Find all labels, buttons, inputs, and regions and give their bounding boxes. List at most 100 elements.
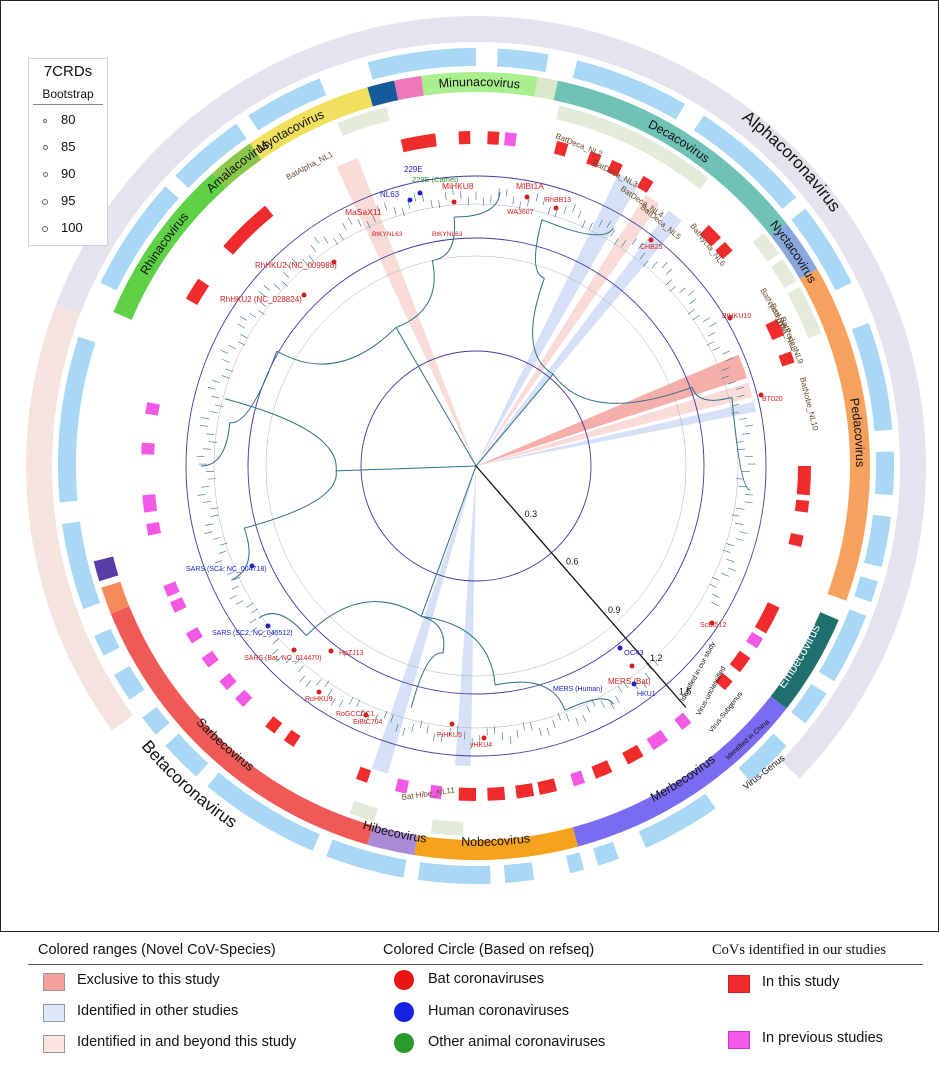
- tree-tip: [738, 417, 747, 420]
- bootstrap-value: 80: [61, 112, 76, 127]
- tree-tip: [735, 538, 744, 541]
- china-band-block: [175, 123, 247, 189]
- study-mark-block: [265, 716, 283, 734]
- tree-branch: [395, 260, 435, 328]
- study-mark-block: [778, 351, 795, 367]
- tree-tip: [530, 722, 533, 731]
- tree-tip: [268, 631, 276, 638]
- tree-tip: [197, 494, 206, 496]
- tree-tip: [433, 733, 435, 742]
- tree-tip: [426, 725, 429, 734]
- tree-tip: [374, 714, 378, 723]
- tip-label: BtKYNL63: [432, 231, 463, 238]
- tree-tip: [249, 312, 257, 318]
- tree-tip: [221, 375, 230, 379]
- tree-branch: [244, 470, 337, 529]
- tree-tip: [200, 424, 209, 427]
- tree-tip: [722, 549, 731, 553]
- tree-tip: [205, 523, 213, 526]
- tree-tip: [661, 262, 668, 269]
- tree-tip: [250, 608, 258, 614]
- tree-tip: [644, 672, 651, 680]
- tree-branch: [410, 652, 444, 708]
- scale-circle: [185, 175, 767, 757]
- tree-tip: [212, 537, 221, 540]
- tree-tip: [365, 715, 370, 724]
- tree-tip: [221, 358, 230, 363]
- scale-circle: [247, 237, 705, 695]
- tree-tip: [383, 710, 388, 719]
- tree-tip: [744, 493, 754, 496]
- study-mark-block: [622, 744, 644, 765]
- tree-tip: [720, 375, 729, 380]
- tree-tip: [201, 417, 210, 420]
- tree-tip: [738, 485, 747, 488]
- tree-tip: [725, 357, 734, 362]
- subgenus-band: [414, 827, 578, 861]
- tree-tip: [218, 550, 227, 554]
- tree-tip: [219, 542, 228, 546]
- tree-tip: [646, 663, 652, 670]
- tree-tip: [430, 199, 433, 208]
- china-band-block: [693, 115, 797, 209]
- subgenus-band: [367, 80, 399, 107]
- bootstrap-value: 85: [61, 139, 76, 154]
- tree-tip: [711, 576, 720, 581]
- tree-tip: [372, 214, 376, 223]
- tree-tip: [411, 723, 414, 732]
- scale-circle-light: [265, 255, 687, 677]
- study-mark-block: [146, 521, 162, 536]
- scale-label: 1.2: [650, 653, 663, 663]
- range-wedge-both: [476, 382, 753, 466]
- tree-tip: [638, 242, 644, 250]
- study-mark-block: [223, 205, 274, 255]
- tree-tip: [586, 704, 591, 713]
- tree-tip: [527, 198, 530, 207]
- study-swatch-icon: [728, 975, 750, 993]
- tree-tip: [227, 571, 235, 575]
- subgenus-label: Nobecovirus: [461, 831, 531, 849]
- tree-tip: [456, 725, 459, 734]
- study-mark-block: [765, 319, 785, 341]
- tree-tip: [509, 735, 512, 744]
- tip-label: 229E: [404, 165, 423, 174]
- tree-tip: [728, 567, 736, 572]
- tree-tip: [281, 280, 288, 287]
- tip-circle-icon: [407, 197, 413, 203]
- range-label: Identified in and beyond this study: [77, 1034, 297, 1050]
- tree-tip: [712, 593, 720, 599]
- china-band-block: [565, 852, 585, 874]
- subgenus-band: [113, 173, 226, 320]
- other-animal-circle-icon: [394, 1033, 414, 1053]
- tip-label: WA3607: [507, 209, 534, 216]
- novel-species-tag: [637, 136, 683, 171]
- tree-branch: [276, 327, 397, 365]
- china-band-block: [592, 841, 619, 866]
- tree-branch: [421, 615, 496, 686]
- tree-tip: [623, 681, 629, 689]
- tree-tip: [639, 252, 646, 260]
- tree-tip: [291, 258, 298, 265]
- tip-label: MERS (Human): [553, 686, 602, 693]
- circle-label: Other animal coronaviruses: [428, 1034, 606, 1050]
- tree-branch: [258, 613, 307, 637]
- tip-circle-icon: [417, 190, 423, 196]
- china-band-block: [572, 60, 685, 120]
- tree-tip: [366, 220, 371, 229]
- tree-tip: [237, 323, 245, 329]
- tip-label: NL63: [380, 190, 400, 199]
- bootstrap-dot-icon: [42, 199, 48, 205]
- subgenus-band: [421, 72, 538, 97]
- tree-tip: [600, 700, 605, 708]
- tip-label: CHB25: [640, 244, 663, 251]
- tree-branch: [336, 465, 477, 472]
- tree-tip: [330, 698, 336, 706]
- study-mark-block: [487, 131, 500, 145]
- study-mark-block: [715, 672, 733, 691]
- study-mark-block: [591, 760, 613, 779]
- tree-tip: [709, 583, 717, 588]
- tree-tip: [702, 317, 710, 323]
- genus-band-beta: [25, 304, 133, 731]
- tip-label: BtHKU10: [722, 313, 751, 320]
- bat-circle-icon: [394, 970, 414, 990]
